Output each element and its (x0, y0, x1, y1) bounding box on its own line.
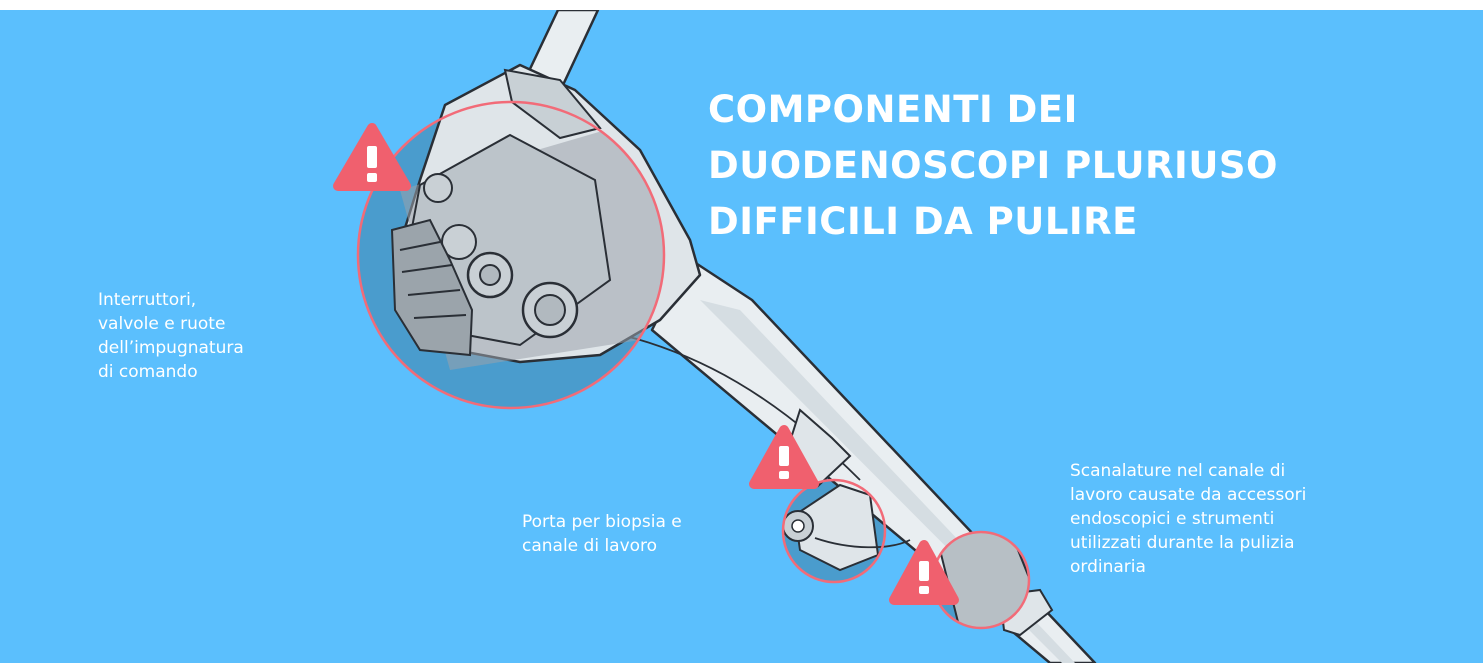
infographic-canvas: COMPONENTI DEI DUODENOSCOPI PLURIUSO DIF… (0, 10, 1483, 663)
callout-line: Porta per biopsia e (522, 512, 682, 532)
callout-line: canale di lavoro (522, 536, 658, 556)
title-line: DIFFICILI DA PULIRE (708, 200, 1138, 243)
button-top (423, 173, 453, 203)
callout-line: endoscopici e strumenti (1070, 509, 1275, 529)
control-wheel (390, 218, 474, 357)
callout-line: Interruttori, (98, 290, 197, 310)
callout-line: utilizzati durante la pulizia (1070, 533, 1295, 553)
warning-icon (889, 540, 959, 605)
control-handle-grip (503, 68, 602, 140)
callout-line: dell’impugnatura (98, 338, 244, 358)
warning-icon (749, 425, 819, 489)
valve-suction-inner (534, 294, 566, 326)
valve-air-water-inner (479, 264, 501, 286)
duodenoscope-illustration (333, 10, 1097, 663)
title-line: DUODENOSCOPI PLURIUSO (708, 144, 1278, 187)
callout-line: ordinaria (1070, 557, 1146, 577)
page-title: COMPONENTI DEI DUODENOSCOPI PLURIUSO DIF… (708, 82, 1408, 250)
callout-channel-scratches: Scanalature nel canale di lavoro causate… (1070, 459, 1306, 579)
callout-biopsy-port: Porta per biopsia e canale di lavoro (522, 510, 682, 558)
highlight-ring-biopsy (781, 478, 887, 584)
highlight-ring-controls (356, 100, 666, 410)
biopsy-port-tether (814, 537, 911, 549)
callout-controls: Interruttori, valvole e ruote dell’impug… (98, 288, 244, 384)
callout-line: di comando (98, 362, 198, 382)
control-wheel-ridges (399, 241, 467, 319)
callout-line: Scanalature nel canale di (1070, 461, 1286, 481)
callout-line: valvole e ruote (98, 314, 226, 334)
title-line: COMPONENTI DEI (708, 88, 1078, 131)
callout-line: lavoro causate da accessori (1070, 485, 1307, 505)
biopsy-port-opening (791, 519, 805, 533)
warning-icon (333, 123, 411, 191)
